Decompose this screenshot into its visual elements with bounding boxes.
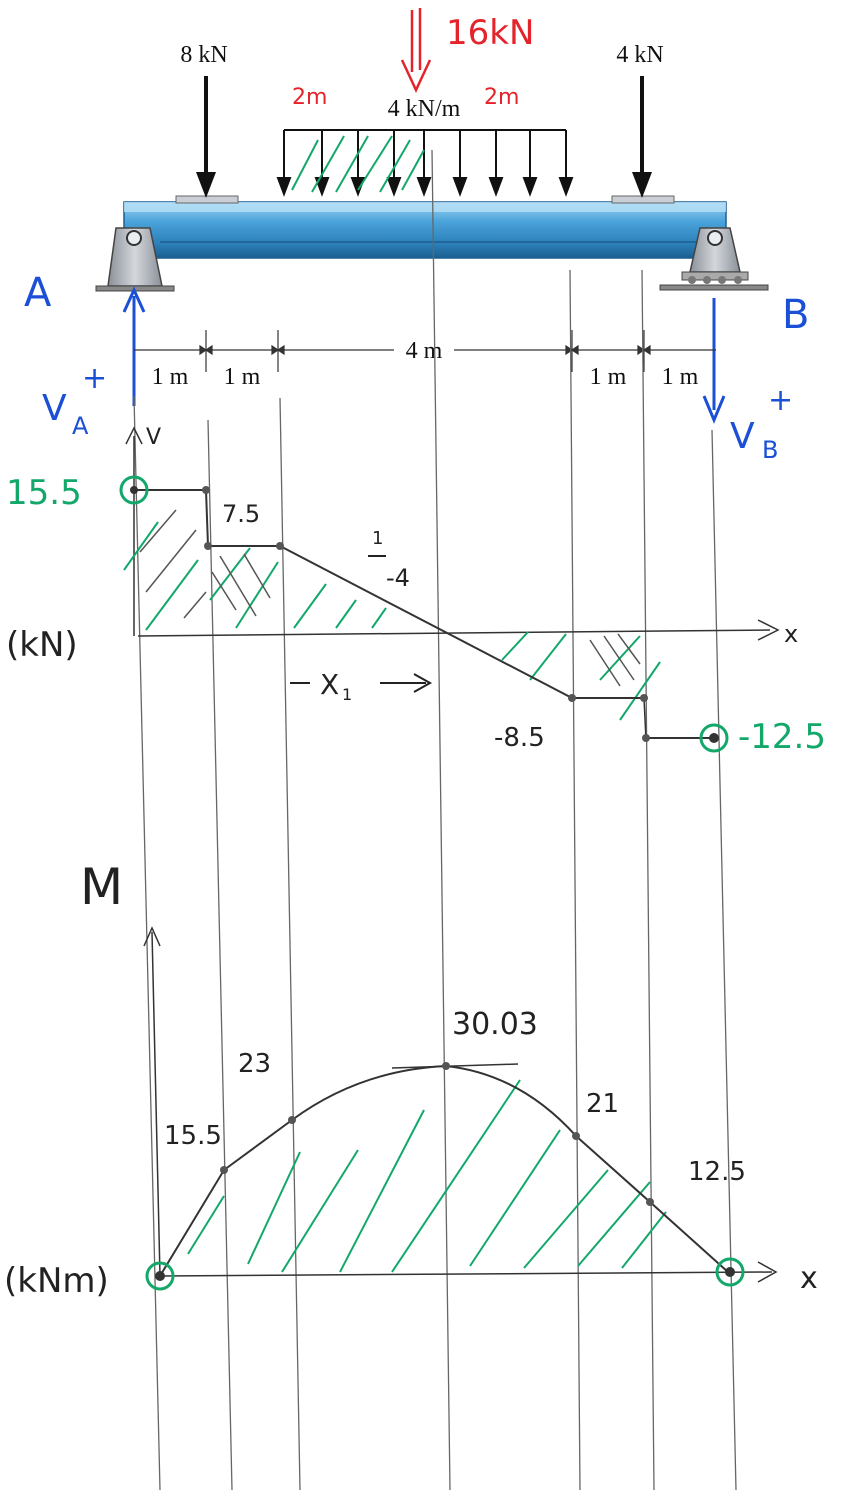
shear-slope: 1 -4 xyxy=(368,528,410,592)
point-load-8kn: 8 kN xyxy=(180,42,228,198)
reaction-a: A V A + xyxy=(24,270,146,440)
moment-curve xyxy=(159,1064,729,1277)
label-a: A xyxy=(24,270,52,316)
shear-value-1: 7.5 xyxy=(222,500,260,528)
reaction-a-v: V xyxy=(42,388,67,429)
load-4kn-label: 4 kN xyxy=(616,42,663,68)
load-plate-left xyxy=(175,195,239,204)
moment-value-3: 21 xyxy=(586,1089,619,1119)
reaction-b-v: V xyxy=(730,416,755,457)
moment-max-value: 30.03 xyxy=(452,1007,538,1042)
moment-value-1: 15.5 xyxy=(164,1121,222,1151)
half-right-label: 2m xyxy=(484,85,519,110)
x1-marker: X 1 xyxy=(290,668,433,704)
moment-x-label: x xyxy=(800,1261,818,1296)
reaction-a-sign: + xyxy=(82,361,107,396)
udl-arrow-head xyxy=(386,177,402,197)
resultant-label: 16kN xyxy=(446,13,534,53)
shear-start-value: 15.5 xyxy=(6,473,82,513)
moment-diagram: M x (kNm) 15.5 23 xyxy=(4,858,818,1301)
label-b: B xyxy=(782,292,809,338)
udl-arrow-head xyxy=(350,177,366,197)
dim-1: 1 m xyxy=(152,364,189,390)
dim-2: 1 m xyxy=(224,364,261,390)
distributed-load: 4 kN/m 2m 2m xyxy=(276,85,574,197)
load-8kn-label: 8 kN xyxy=(180,42,227,68)
dim-4: 1 m xyxy=(590,364,627,390)
dim-3: 4 m xyxy=(406,338,443,364)
reaction-b: B V B + xyxy=(702,292,809,464)
x1-label: X xyxy=(320,668,339,701)
udl-arrow-head xyxy=(452,177,468,197)
beam-figure: 8 kN 4 kN 4 kN/m 2m 2m xyxy=(24,8,809,464)
support-a xyxy=(95,227,175,292)
udl-arrow-head xyxy=(522,177,538,197)
reaction-a-sub: A xyxy=(72,412,89,440)
shear-unit: (kN) xyxy=(6,625,78,665)
resultant-arrow xyxy=(400,8,432,93)
moment-value-4: 12.5 xyxy=(688,1157,746,1187)
moment-unit: (kNm) xyxy=(4,1261,109,1301)
reaction-b-sign: + xyxy=(768,383,793,418)
shear-value-2: -8.5 xyxy=(494,723,545,753)
udl-label: 4 kN/m xyxy=(388,96,461,122)
udl-arrow-head xyxy=(488,177,504,197)
udl-arrow-head xyxy=(276,177,292,197)
udl-arrow-head xyxy=(416,177,432,197)
load-plate-right xyxy=(611,195,675,204)
half-left-label: 2m xyxy=(292,85,327,110)
moment-value-2: 23 xyxy=(238,1049,271,1079)
shear-diagram: V x (kN) xyxy=(6,425,826,757)
shear-slope-den: -4 xyxy=(386,564,410,592)
shear-end-value: -12.5 xyxy=(738,717,826,757)
shear-x-label: x xyxy=(784,620,798,648)
udl-arrow-head xyxy=(314,177,330,197)
shear-slope-num: 1 xyxy=(372,528,383,549)
x1-sub: 1 xyxy=(342,685,352,704)
point-load-4kn: 4 kN xyxy=(616,42,664,198)
dim-5: 1 m xyxy=(662,364,699,390)
shear-axis-label: V xyxy=(146,425,161,450)
support-b xyxy=(659,227,769,291)
udl-arrow-head xyxy=(558,177,574,197)
reaction-b-sub: B xyxy=(762,436,778,464)
moment-axis-label: M xyxy=(80,858,123,916)
